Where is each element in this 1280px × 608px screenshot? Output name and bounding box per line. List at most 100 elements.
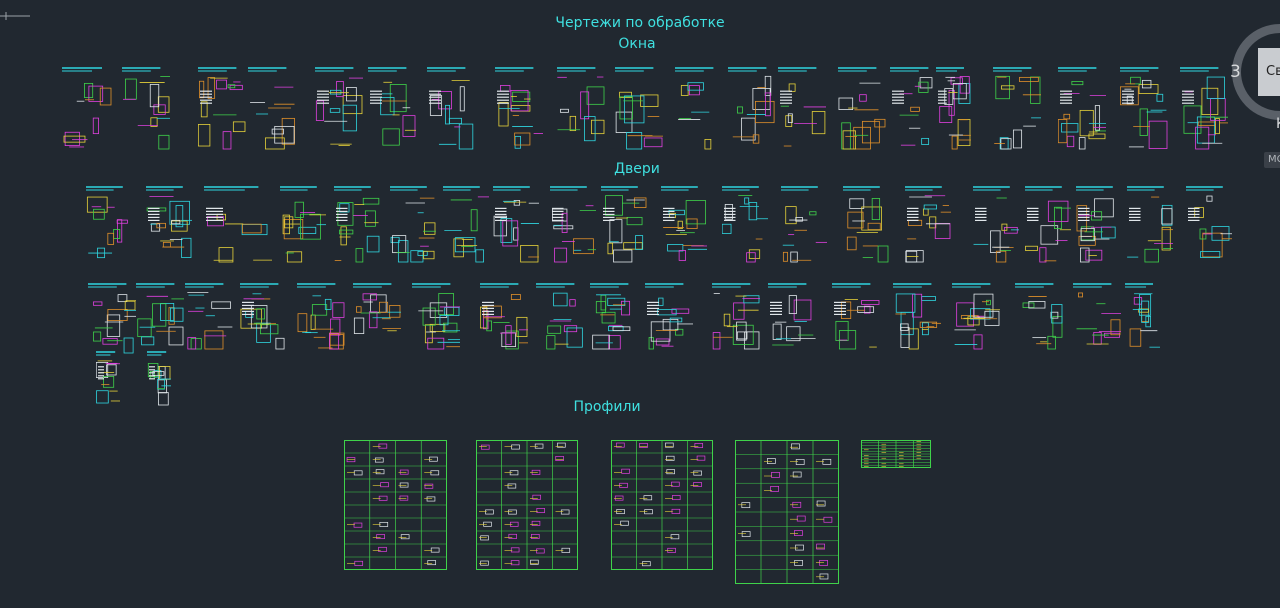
drawing-sheet[interactable] bbox=[185, 282, 233, 350]
drawing-sheet[interactable] bbox=[728, 66, 776, 150]
sheet-linework bbox=[890, 67, 933, 146]
drawing-sheet[interactable] bbox=[1076, 185, 1122, 263]
drawing-sheet[interactable] bbox=[1180, 66, 1228, 150]
drawing-sheet[interactable] bbox=[353, 282, 401, 350]
drawing-sheet[interactable] bbox=[905, 185, 951, 263]
sheet-linework bbox=[147, 351, 171, 406]
sheet-linework bbox=[601, 186, 647, 263]
viewcube-face[interactable]: Св bbox=[1258, 48, 1280, 96]
profile-table-sheet[interactable] bbox=[476, 440, 578, 570]
sheet-linework bbox=[443, 186, 489, 263]
drawing-sheet[interactable] bbox=[88, 282, 136, 354]
sheet-linework bbox=[778, 67, 826, 147]
sheet-linework bbox=[838, 67, 886, 150]
sheet-linework bbox=[722, 186, 768, 263]
sheet-linework bbox=[334, 186, 380, 263]
sheet-linework bbox=[390, 186, 436, 263]
drawing-sheet[interactable] bbox=[390, 185, 436, 263]
drawing-sheet[interactable] bbox=[557, 66, 605, 150]
drawing-sheet[interactable] bbox=[722, 185, 768, 263]
profile-table-sheet[interactable] bbox=[735, 440, 839, 584]
drawing-sheet[interactable] bbox=[843, 185, 889, 263]
sheet-linework bbox=[936, 67, 971, 150]
sheet-linework bbox=[297, 283, 345, 350]
drawing-sheet[interactable] bbox=[661, 185, 707, 263]
sheet-linework bbox=[832, 283, 880, 350]
sheet-linework bbox=[536, 283, 583, 350]
profile-table-sheet[interactable] bbox=[611, 440, 713, 570]
sheet-linework bbox=[122, 67, 170, 150]
drawing-sheet[interactable] bbox=[204, 185, 272, 263]
drawing-sheet[interactable] bbox=[536, 282, 584, 350]
drawing-sheet[interactable] bbox=[495, 66, 543, 150]
ucs-icon bbox=[0, 12, 30, 20]
drawing-sheet[interactable] bbox=[334, 185, 380, 263]
drawing-sheet[interactable] bbox=[645, 282, 693, 350]
drawing-sheet[interactable] bbox=[838, 66, 886, 150]
drawing-sheet[interactable] bbox=[280, 185, 326, 263]
section-title-windows: Окна bbox=[618, 36, 656, 52]
drawing-sheet[interactable] bbox=[443, 185, 489, 263]
sheet-linework bbox=[557, 67, 605, 142]
drawing-sheet[interactable] bbox=[146, 185, 192, 263]
drawing-sheet[interactable] bbox=[368, 66, 416, 150]
drawing-sheet[interactable] bbox=[240, 282, 288, 350]
drawing-sheet[interactable] bbox=[427, 66, 475, 150]
drawing-sheet[interactable] bbox=[493, 185, 539, 263]
drawing-sheet[interactable] bbox=[973, 185, 1019, 263]
drawing-sheet[interactable] bbox=[147, 350, 171, 406]
sheet-linework bbox=[843, 186, 889, 263]
drawing-sheet[interactable] bbox=[96, 350, 120, 406]
sheet-linework bbox=[280, 186, 326, 263]
drawing-sheet[interactable] bbox=[778, 66, 826, 150]
drawing-sheet[interactable] bbox=[1127, 185, 1173, 263]
drawing-sheet[interactable] bbox=[936, 66, 971, 150]
drawing-sheet[interactable] bbox=[781, 185, 827, 263]
wcs-menu[interactable]: МС bbox=[1264, 152, 1280, 168]
sheet-linework bbox=[735, 440, 839, 584]
drawing-sheet[interactable] bbox=[832, 282, 880, 350]
profile-table-sheet[interactable] bbox=[344, 440, 447, 570]
drawing-sheet[interactable] bbox=[601, 185, 647, 263]
sheet-linework bbox=[248, 67, 295, 150]
drawing-sheet[interactable] bbox=[1125, 282, 1160, 350]
drawing-sheet[interactable] bbox=[1015, 282, 1063, 350]
drawing-sheet[interactable] bbox=[297, 282, 345, 350]
drawing-sheet[interactable] bbox=[893, 282, 941, 350]
drawing-sheet[interactable] bbox=[198, 66, 246, 150]
drawing-sheet[interactable] bbox=[1073, 282, 1121, 350]
drawing-sheet[interactable] bbox=[1186, 185, 1232, 263]
drawing-sheet[interactable] bbox=[315, 66, 363, 150]
drawing-sheet[interactable] bbox=[480, 282, 528, 350]
drawing-sheet[interactable] bbox=[712, 282, 760, 350]
drawing-sheet[interactable] bbox=[675, 66, 723, 150]
sheet-linework bbox=[1127, 186, 1173, 263]
drawing-sheet[interactable] bbox=[86, 185, 132, 263]
sheet-linework bbox=[973, 186, 1019, 263]
drawing-sheet[interactable] bbox=[412, 282, 460, 350]
drawing-sheet[interactable] bbox=[615, 66, 663, 150]
viewcube-icon[interactable]: Св 3 К МС bbox=[1228, 20, 1280, 168]
sheet-linework bbox=[1076, 186, 1116, 263]
sheet-linework bbox=[146, 186, 192, 258]
drawing-sheet[interactable] bbox=[768, 282, 816, 350]
sheet-linework bbox=[952, 283, 1000, 350]
drawing-sheet[interactable] bbox=[590, 282, 638, 350]
drawing-sheet[interactable] bbox=[136, 282, 184, 354]
sheet-linework bbox=[1015, 283, 1063, 350]
drawing-sheet[interactable] bbox=[993, 66, 1041, 150]
drawing-sheet[interactable] bbox=[1120, 66, 1168, 150]
drawing-sheet[interactable] bbox=[1025, 185, 1071, 263]
sheet-linework bbox=[1058, 67, 1106, 150]
drawing-sheet[interactable] bbox=[550, 185, 596, 263]
drawing-sheet[interactable] bbox=[952, 282, 1000, 350]
drawing-sheet[interactable] bbox=[1058, 66, 1106, 150]
sheet-linework bbox=[96, 351, 120, 404]
drawing-sheet[interactable] bbox=[122, 66, 170, 150]
drawing-sheet[interactable] bbox=[62, 66, 112, 150]
drawing-sheet[interactable] bbox=[890, 66, 938, 150]
profile-table-sheet[interactable] bbox=[861, 440, 931, 468]
sheet-linework bbox=[353, 283, 401, 334]
drawing-sheet[interactable] bbox=[248, 66, 296, 150]
